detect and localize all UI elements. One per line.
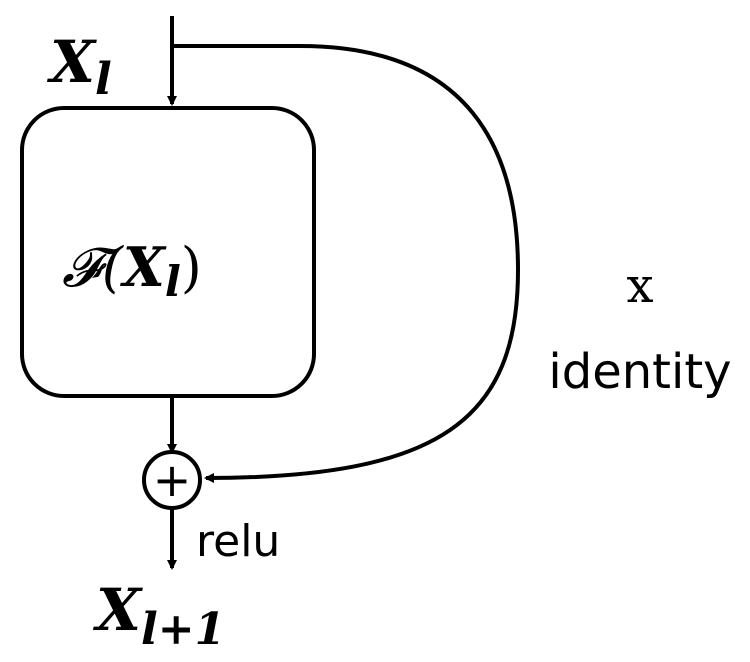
shortcut-symbol: x [626,258,653,314]
output-label-subscript: l+1 [141,604,225,655]
output-label: Xl+1 [92,576,225,655]
residual-function-block [20,106,316,398]
input-label-base: X [46,28,97,96]
residual-function-base: X [120,235,167,299]
shortcut-label: identity [548,344,731,400]
input-label: Xl [46,28,112,105]
residual-function-subscript: l [165,257,181,306]
activation-label: relu [196,516,280,567]
residual-function-prefix: 𝓕( [62,236,125,299]
residual-function-label: 𝓕(Xl) [62,235,202,306]
output-label-base: X [92,576,143,644]
identity-shortcut-arrow [172,44,521,483]
residual-function-suffix: ) [181,236,202,299]
sum-symbol: + [153,453,192,507]
input-label-subscript: l [95,54,112,105]
